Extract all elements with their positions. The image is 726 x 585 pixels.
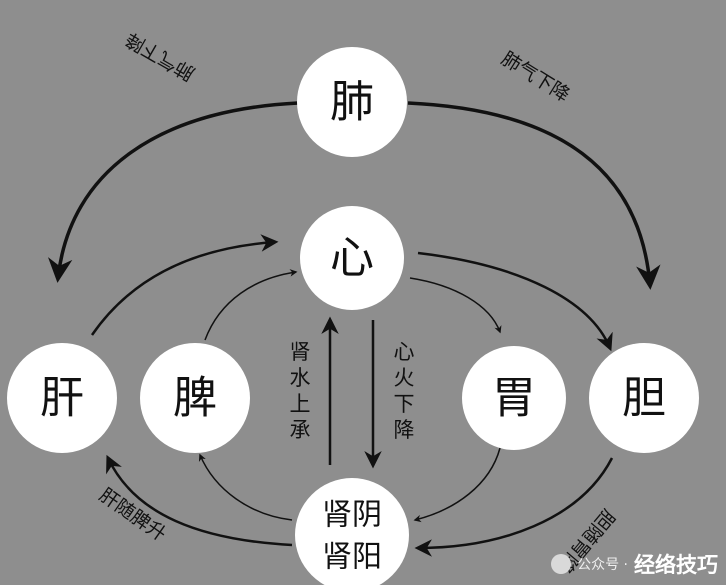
wechat-logo-icon [551,554,572,574]
node-dan-label: 胆 [622,373,666,424]
node-shen-circle [295,478,409,585]
node-shen-yin-label: 肾阴 [322,498,382,533]
arrow-shen-to-pi [198,453,293,521]
arrow-fei-to-dan [407,101,661,290]
label-xin-huo-xia-jiang-text: 心火下降 [394,340,415,442]
arrow-shen-to-gan [106,454,293,547]
label-shen-shui-shang-cheng-text: 肾水上承 [290,340,311,442]
node-shen-yang-label: 肾阳 [322,540,382,575]
node-xin-circle [300,206,404,310]
node-dan-circle [589,343,699,453]
arrow-dan-to-shen [414,457,614,557]
arrow-xin-to-dan [417,251,613,352]
watermark-name: 经络技巧 [634,553,718,577]
arrow-wei-to-shen [413,447,501,523]
node-pi-circle [140,343,250,453]
arrow-gan-to-xin [90,234,279,336]
watermark-prefix: 公众号 · [577,557,628,573]
arrow-fei-to-gan [48,101,299,283]
node-wei-label: 胃 [492,373,536,424]
node-fei-circle [297,47,407,157]
label-fei-qi-xia-jiang-right: 肺气下降 [497,48,573,107]
node-gan-circle [7,343,117,453]
label-fei-qi-xia-jiang-left: 肺气下降 [122,28,199,85]
node-xin-label: 心 [330,233,374,284]
watermark: 公众号 · 经络技巧 [551,549,718,579]
node-gan-label: 肝 [40,373,84,424]
node-pi-label: 脾 [173,373,217,424]
node-fei-label: 肺 [330,77,374,128]
label-shen-shui-shang-cheng: 肾水上承 [290,340,311,442]
arrow-pi-to-xin [204,269,298,341]
arrow-xin-to-wei [409,277,502,334]
label-xin-huo-xia-jiang: 心火下降 [394,340,415,442]
node-wei-circle [462,346,566,450]
